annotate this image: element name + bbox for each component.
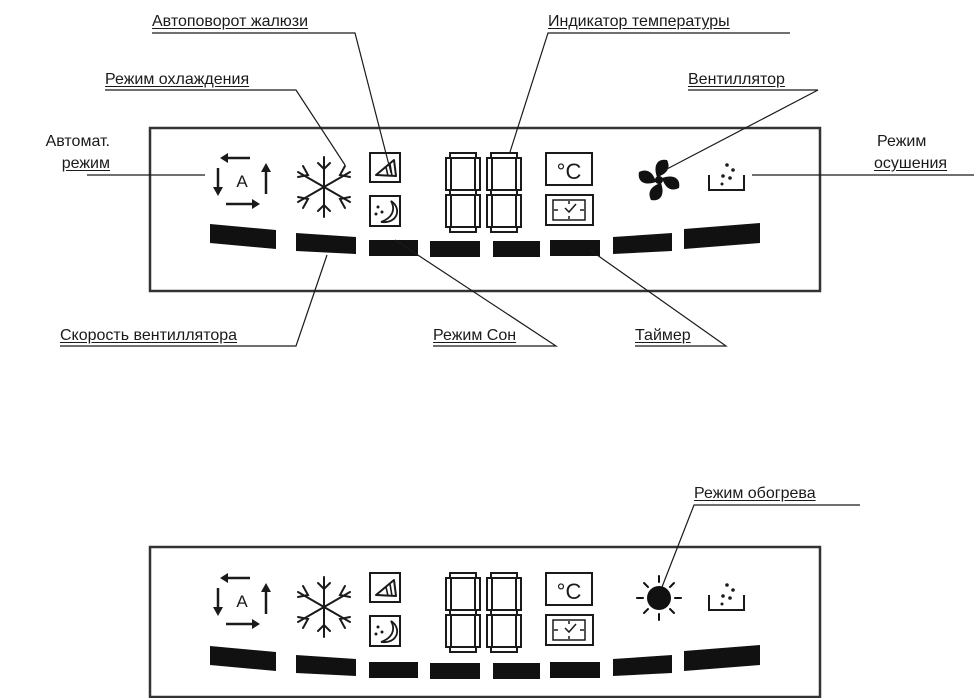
label-cooling-mode: Режим охлаждения: [105, 71, 250, 88]
swing-icon: [369, 152, 401, 183]
label-auto-mode-line2: режим: [61, 155, 110, 172]
label-dry-mode-line1: Режим: [877, 133, 927, 150]
label-temperature-indicator: Индикатор температуры: [548, 13, 730, 30]
celsius-text-bottom: °C: [557, 579, 582, 604]
leader-lines-top: [60, 32, 974, 347]
celsius-text: °C: [557, 159, 582, 184]
sleep-moon-icon-bottom: [369, 615, 401, 647]
sun-heating-icon: [636, 575, 682, 621]
label-sleep-mode: Режим Сон: [433, 327, 517, 344]
label-auto-swing: Автоповорот жалюзи: [152, 13, 309, 30]
bottom-lcd-frame: [148, 545, 822, 698]
auto-letter-icon-bottom: A: [236, 592, 248, 611]
auto-letter-icon: A: [236, 172, 248, 191]
top-lcd-frame: [148, 126, 822, 293]
swing-icon-bottom: [369, 572, 401, 603]
label-heating-mode: Режим обогрева: [694, 485, 816, 502]
leader-line-heating: [661, 504, 860, 588]
timer-clock-icon: [545, 194, 594, 226]
label-fan-speed: Скорость вентиллятора: [60, 327, 238, 344]
timer-clock-icon-bottom: [545, 614, 594, 646]
sleep-moon-icon: [369, 195, 401, 227]
label-fan: Вентиллятор: [688, 71, 785, 88]
label-dry-mode-line2: осушения: [874, 155, 948, 172]
label-auto-mode-line1: Автомат.: [45, 133, 110, 150]
label-timer: Таймер: [635, 327, 691, 344]
fan-icon: [638, 159, 680, 201]
